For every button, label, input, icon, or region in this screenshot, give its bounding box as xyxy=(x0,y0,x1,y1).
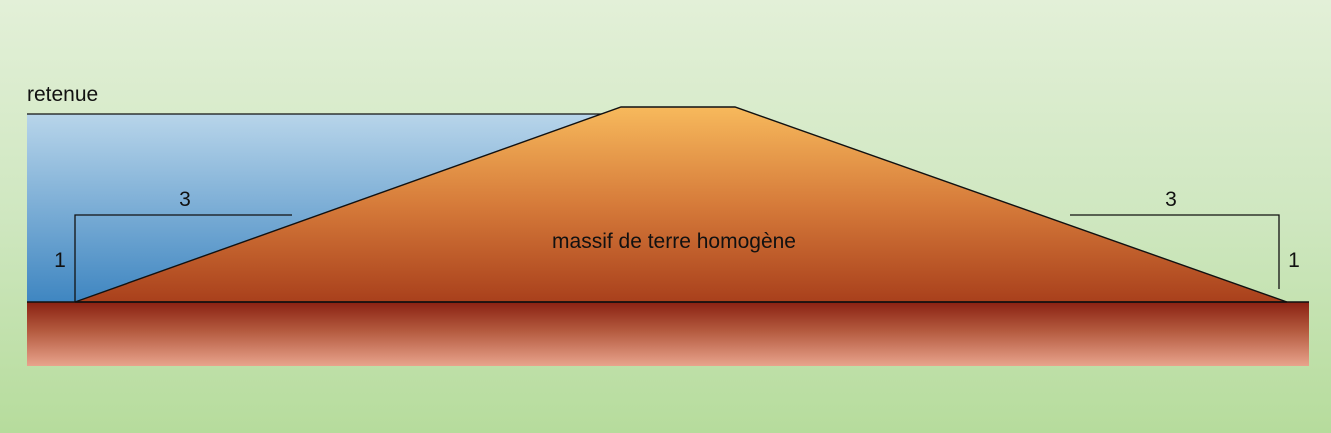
upstream-slope-horizontal-label: 3 xyxy=(179,188,191,211)
downstream-slope-horizontal-label: 3 xyxy=(1165,188,1177,211)
upstream-slope-indicator xyxy=(74,214,292,302)
embankment-label: massif de terre homogène xyxy=(552,230,796,253)
upstream-slope-vertical-label: 1 xyxy=(54,249,66,272)
downstream-slope-vertical-label: 1 xyxy=(1288,249,1300,272)
reservoir-water xyxy=(27,114,604,302)
foundation-ground xyxy=(27,302,1309,366)
downstream-slope-indicator xyxy=(1070,214,1280,289)
reservoir-label: retenue xyxy=(27,83,98,106)
